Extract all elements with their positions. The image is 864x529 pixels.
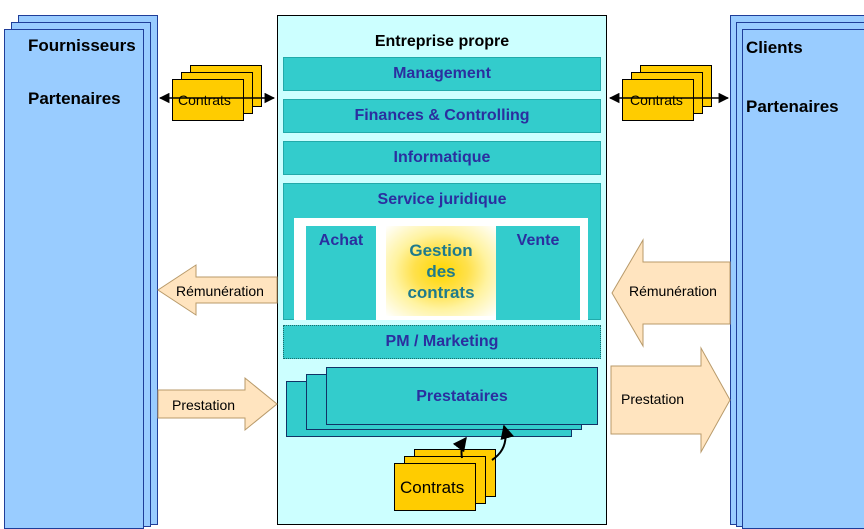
gestion-line3: contrats — [407, 282, 475, 302]
prestataires-label: Prestataires — [416, 388, 508, 405]
achat-label: Achat — [318, 232, 364, 249]
right-panel-label-clients: Clients — [746, 38, 803, 57]
contrats-bottom-label: Contrats — [400, 478, 465, 497]
finances-bar: Finances & Controlling — [283, 99, 601, 133]
contrats-left-label: Contrats — [178, 92, 231, 108]
gestion-des-contrats: Gestion des contrats — [386, 226, 496, 316]
prestataires-front — [326, 367, 598, 425]
prestation-right-label: Prestation — [621, 391, 685, 407]
left-panel-label-fournisseurs: Fournisseurs — [28, 36, 136, 55]
right-panel-label-partenaires: Partenaires — [746, 97, 839, 116]
gestion-line1: Gestion — [409, 240, 473, 260]
contrats-bottom — [394, 463, 476, 511]
informatique-bar: Informatique — [283, 141, 601, 175]
remuneration-left-label: Rémunération — [176, 283, 264, 299]
achat-column: Achat — [306, 226, 376, 320]
contrats-right-label: Contrats — [630, 92, 683, 108]
enterprise-title: Entreprise propre — [374, 33, 510, 50]
vente-label: Vente — [516, 232, 560, 249]
remuneration-right-label: Rémunération — [629, 283, 717, 299]
marketing-bar: PM / Marketing — [283, 325, 601, 359]
left-panel-label-partenaires: Partenaires — [28, 89, 121, 108]
gestion-line2: des — [426, 261, 456, 281]
vente-column: Vente — [496, 226, 580, 320]
prestation-left-label: Prestation — [172, 397, 236, 413]
juridique-title: Service juridique — [377, 191, 507, 208]
management-bar: Management — [283, 57, 601, 91]
